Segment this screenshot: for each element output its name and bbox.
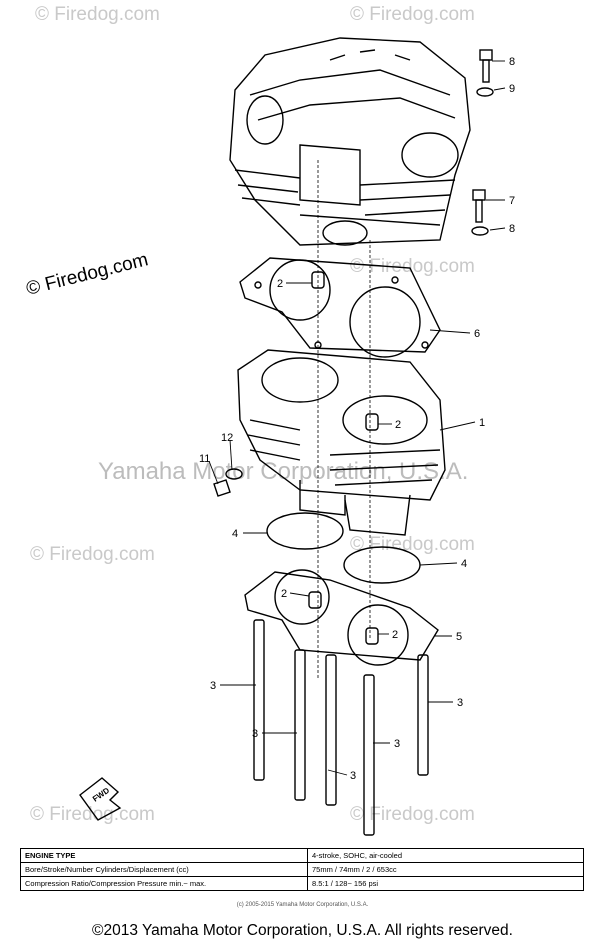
head-bolts [471, 49, 494, 236]
callouts: 8 9 7 8 6 1 4 5 3 3 3 3 3 4 2 2 2 2 12 1… [199, 56, 515, 782]
watermark-firedog: © Firedog.com [30, 544, 155, 565]
cylinder-head [229, 37, 471, 246]
spec-label: Bore/Stroke/Number Cylinders/Displacemen… [20, 862, 308, 877]
spec-value: 8.5:1 / 128~ 156 psi [307, 876, 584, 891]
callout-9: 8 [509, 56, 515, 68]
front-arrow-icon [79, 777, 122, 821]
studs [253, 619, 429, 836]
watermark-yamaha: Yamaha Motor Corporation, U.S.A. [98, 458, 468, 485]
callout-10: 9 [509, 83, 515, 95]
drawing [79, 37, 506, 836]
watermark-firedog: © Firedog.com [350, 804, 475, 825]
engine-spec-table: ENGINE TYPE 4-stroke, SOHC, air-cooled B… [20, 848, 584, 891]
callout-4: 4 [232, 528, 238, 540]
callout-2: 2 [395, 419, 401, 431]
callout-2: 2 [277, 278, 283, 290]
callout-3: 3 [252, 728, 258, 740]
spec-row: ENGINE TYPE 4-stroke, SOHC, air-cooled [20, 848, 584, 863]
front-arrow-label: FWD [91, 786, 111, 804]
base-gasket [244, 569, 439, 666]
watermarks: © Firedog.com © Firedog.com © Firedog.co… [24, 4, 475, 825]
small-copyright: (c) 2005-2015 Yamaha Motor Corporation, … [236, 902, 369, 908]
callout-8: 8 [509, 223, 515, 235]
spec-row: Bore/Stroke/Number Cylinders/Displacemen… [20, 862, 584, 877]
callout-2: 2 [281, 588, 287, 600]
spec-value: 4-stroke, SOHC, air-cooled [307, 848, 584, 863]
watermark-firedog: © Firedog.com [35, 4, 160, 25]
plug-and-washer [213, 468, 243, 497]
alignment-lines [317, 160, 371, 680]
callout-11: 11 [199, 453, 210, 465]
callout-12: 12 [221, 432, 233, 444]
spec-value: 75mm / 74mm / 2 / 653cc [307, 862, 584, 877]
o-ring [266, 512, 344, 550]
watermark-firedog: © Firedog.com [350, 534, 475, 555]
spec-row: Compression Ratio/Compression Pressure m… [20, 876, 584, 891]
callout-3: 3 [350, 770, 356, 782]
callout-7: 7 [509, 195, 515, 207]
callout-3: 3 [394, 738, 400, 750]
callout-6: 6 [474, 328, 480, 340]
callout-4: 4 [461, 558, 467, 570]
footer-copyright: ©2013 Yamaha Motor Corporation, U.S.A. A… [92, 922, 513, 939]
callout-1: 1 [479, 417, 485, 429]
callout-3: 3 [457, 697, 463, 709]
leader-lines [208, 60, 506, 776]
watermark-firedog: © Firedog.com [30, 804, 155, 825]
spec-label: ENGINE TYPE [20, 848, 308, 863]
callout-2: 2 [392, 629, 398, 641]
watermark-firedog: © Firedog.com [350, 256, 475, 277]
callout-3: 3 [210, 680, 216, 692]
callout-5: 5 [456, 631, 462, 643]
head-gasket [239, 257, 441, 358]
cylinder-block [237, 349, 446, 536]
spec-label: Compression Ratio/Compression Pressure m… [20, 876, 308, 891]
watermark-firedog-dark: © Firedog.com [24, 249, 150, 300]
watermark-firedog: © Firedog.com [350, 4, 475, 25]
